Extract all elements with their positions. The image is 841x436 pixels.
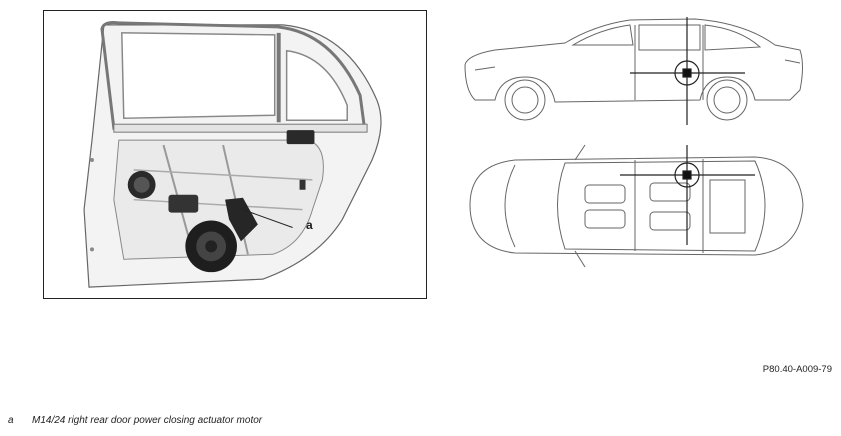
- legend-key: a: [8, 415, 14, 426]
- door-illustration-frame: a: [43, 10, 427, 299]
- figure-reference-code: P80.40-A009-79: [762, 364, 832, 375]
- crosshair-locator-icon: [620, 17, 755, 245]
- car-top-view-icon: [469, 144, 804, 268]
- legend-text: M14/24 right rear door power closing act…: [32, 415, 263, 426]
- callout-label-a: a: [306, 218, 313, 232]
- legend-item: a M14/24 right rear door power closing a…: [8, 415, 262, 426]
- vehicle-locator-views: [455, 15, 815, 305]
- door-interior-icon: [83, 21, 382, 288]
- car-side-view-icon: [464, 18, 803, 121]
